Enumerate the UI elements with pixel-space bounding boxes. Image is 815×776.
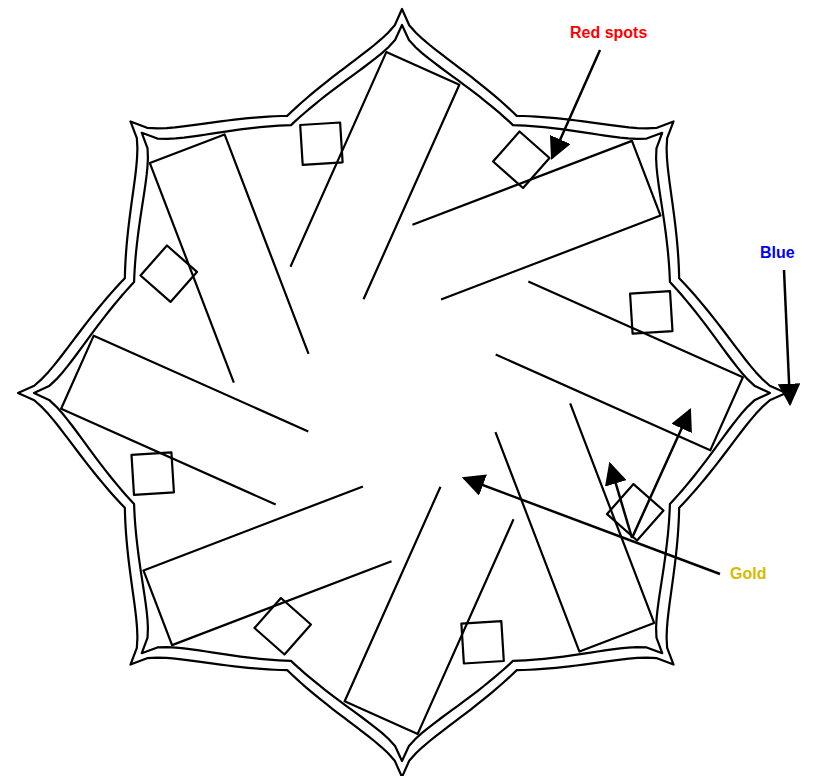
small-square [254,598,310,654]
star-band [61,336,308,505]
inner-border [34,25,770,761]
star-band [150,134,309,382]
leader-arrow [610,464,632,538]
leader-arrow [464,478,720,574]
outer-border [18,9,786,776]
callout-label: Blue [758,244,797,262]
small-square [131,452,173,494]
small-square [461,621,503,663]
small-square [630,291,672,333]
leader-arrow [784,270,790,404]
star-band [345,487,514,734]
callout-label: Red spots [568,24,649,42]
star-band [495,403,654,651]
small-square [300,122,342,164]
leader-arrow [552,50,600,158]
callout-label: Gold [728,565,768,583]
leader-arrow [632,410,690,538]
small-square [141,245,197,301]
star-band [290,52,459,299]
star-band [412,141,660,300]
star-band [143,486,391,645]
small-square [493,132,549,188]
star-band [496,281,743,450]
